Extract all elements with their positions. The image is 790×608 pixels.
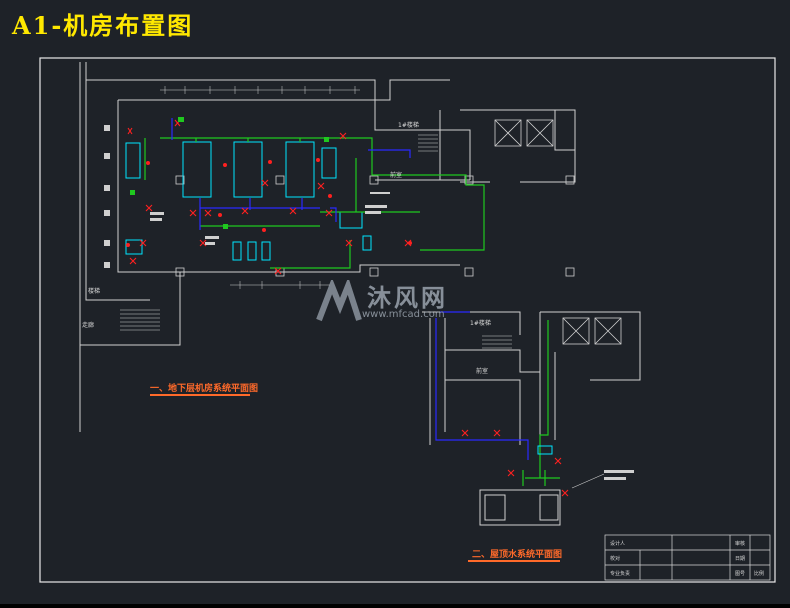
supply-pipes — [144, 137, 485, 269]
watermark-brand: 沐风网 — [367, 284, 448, 312]
title-block-grid — [604, 534, 771, 581]
room-label: 1#楼梯 — [470, 320, 491, 327]
title-block-cell: 审核 — [735, 541, 746, 547]
room-label: 走廊 — [82, 322, 95, 329]
roof-return-pipes — [435, 311, 529, 460]
plan-caption-basement: 一、地下层机房系统平面图 — [150, 384, 259, 394]
drawing-title: A1-机房布置图 — [12, 11, 194, 40]
title-block-cell: 设计人 — [610, 541, 626, 547]
watermark-url: www.mfcad.com — [362, 309, 445, 320]
return-pipes — [171, 118, 411, 230]
title-block-cell: 图号 — [735, 571, 746, 577]
pump-markers — [130, 117, 329, 229]
roof-equipment — [537, 445, 553, 455]
elevator-shafts — [494, 119, 622, 345]
room-label: 楼梯 — [88, 288, 101, 295]
stair-roof — [482, 335, 512, 349]
roof-annotation-marks — [571, 470, 634, 489]
title-block-cell: 日期 — [735, 556, 746, 562]
columns — [175, 175, 575, 277]
roof-walls — [422, 311, 641, 526]
outer-frame — [39, 57, 776, 583]
title-block-cell: 校对 — [610, 556, 621, 562]
dimension-lines — [160, 86, 360, 289]
room-label: 前室 — [390, 172, 403, 179]
basement-walls — [79, 62, 576, 432]
mf-logo-icon — [316, 280, 362, 322]
valve-dots — [126, 158, 412, 247]
roof-supply-pipes — [522, 320, 560, 486]
title-block-cell: 比例 — [754, 571, 765, 577]
stair-basement — [120, 134, 438, 331]
chiller-units — [125, 141, 372, 261]
caption-underline — [468, 560, 560, 562]
annotation-marks — [104, 125, 390, 268]
caption-underline — [150, 394, 250, 396]
roof-valves — [461, 429, 569, 497]
room-label: 前室 — [476, 368, 489, 375]
title-block-cell: 专业负责 — [610, 571, 631, 577]
valves — [127, 119, 412, 275]
plan-caption-roof: 二、屋顶水系统平面图 — [472, 550, 563, 560]
room-label: 1#楼梯 — [398, 122, 419, 129]
